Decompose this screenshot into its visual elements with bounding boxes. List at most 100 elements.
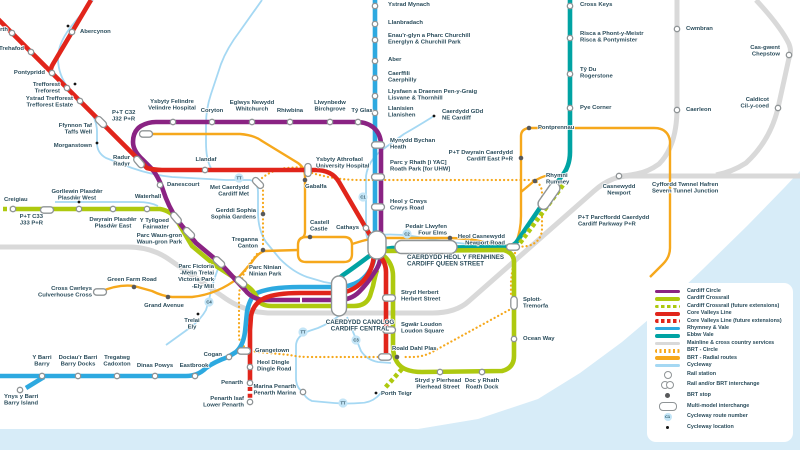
station-sophia-gardens bbox=[260, 211, 266, 217]
legend-line-swatch bbox=[655, 326, 680, 331]
station-c33-park-ride bbox=[39, 206, 55, 214]
legend-line-swatch bbox=[655, 297, 680, 301]
station-plasdwr-east bbox=[109, 205, 117, 213]
station-abercynon bbox=[68, 28, 76, 36]
station-label-roald-dahl-plas: Roald Dahl Plas bbox=[392, 346, 437, 352]
station-plasdwr-west bbox=[75, 205, 83, 213]
station-grangetown bbox=[236, 347, 252, 355]
legend-line-item: BRT - Circle bbox=[655, 347, 787, 354]
station-ely bbox=[196, 312, 200, 316]
station-ty-glas bbox=[354, 118, 362, 126]
svg-text:C3: C3 bbox=[353, 338, 359, 343]
station-queen-street-main bbox=[367, 230, 387, 260]
cycleway-badge-c4: C4 bbox=[204, 297, 214, 307]
station-green-farm-road bbox=[131, 284, 137, 290]
station-energlyn bbox=[371, 36, 379, 44]
legend-line-item: Cardiff Circle bbox=[655, 288, 787, 295]
legend-line-swatch bbox=[655, 304, 680, 309]
station-label-abercynon: Abercynon bbox=[80, 29, 111, 35]
legend-marker-swatch-interchange bbox=[655, 381, 680, 390]
legend-marker-label: Cycleway location bbox=[687, 423, 734, 430]
station-label-ocean-way: Ocean Way bbox=[523, 336, 555, 342]
station-label-cathays: Cathays bbox=[336, 225, 360, 231]
station-roald-dahl-plas-brt bbox=[394, 354, 400, 360]
station-caerphilly bbox=[371, 74, 379, 82]
legend-line-swatch bbox=[655, 319, 680, 324]
station-trefforest-estate bbox=[76, 97, 84, 105]
station-creigiau bbox=[9, 205, 17, 213]
station-ocean-way bbox=[510, 335, 518, 343]
station-herbert-street bbox=[381, 294, 397, 302]
legend-line-label: Cycleway bbox=[687, 361, 712, 368]
station-culverhouse-cross bbox=[92, 288, 108, 296]
station-plasdwr-west-cydot bbox=[77, 200, 81, 204]
station-canton bbox=[260, 247, 266, 253]
station-cross-keys bbox=[566, 2, 574, 10]
legend-line-swatch bbox=[655, 349, 680, 353]
station-radyr bbox=[133, 155, 145, 169]
station-pierhead-street bbox=[436, 368, 444, 376]
station-label-waterhall: Waterhall bbox=[135, 194, 162, 200]
legend-marker-item: BRT stop bbox=[655, 390, 787, 401]
line-cycleway bbox=[55, 0, 507, 405]
station-risca-pontymister bbox=[566, 34, 574, 42]
legend-line-label: Mainline & cross country services bbox=[687, 339, 775, 346]
legend-marker-swatch-cydot bbox=[655, 426, 680, 430]
station-label-aber: Aber bbox=[388, 57, 402, 63]
station-penarth bbox=[246, 379, 254, 387]
legend-line-item: Core Valleys Line (future extensions) bbox=[655, 318, 787, 325]
station-roath-park bbox=[370, 173, 386, 181]
station-label-grangetown: Grangetown bbox=[255, 348, 290, 354]
station-cogan bbox=[225, 353, 233, 361]
station-gabalfa bbox=[302, 177, 308, 183]
station-ne-cardiff bbox=[432, 114, 436, 118]
station-label-roath-park: Parc y Rhath [i YAC]Roath Park [for UHW] bbox=[390, 160, 450, 173]
station-university-hospital bbox=[304, 162, 312, 178]
station-cycleway-loc-1 bbox=[66, 24, 70, 28]
svg-text:C2: C2 bbox=[404, 232, 410, 237]
station-lower-penarth bbox=[246, 398, 254, 406]
legend-line-label: Cardiff Crossrail (future extensions) bbox=[687, 302, 780, 309]
legend-marker-label: Cycleway route number bbox=[687, 413, 748, 420]
legend-line-label: Core Valleys Line (future extensions) bbox=[687, 317, 782, 324]
station-four-elms bbox=[447, 235, 453, 241]
legend-line-item: Mainline & cross country services bbox=[655, 340, 787, 347]
legend-marker-item: Cycleway location bbox=[655, 422, 787, 433]
legend-marker-label: BRT stop bbox=[687, 392, 711, 399]
station-roald-dahl-plas bbox=[377, 353, 393, 361]
station-caldicot bbox=[774, 104, 782, 112]
cycleway-badge-c1: C1 bbox=[358, 192, 368, 202]
legend-line-label: BRT - Circle bbox=[687, 347, 718, 354]
legend-marker-swatch-badge: C1 bbox=[663, 412, 672, 421]
legend-line-item: BRT - Radial routes bbox=[655, 355, 787, 362]
legend-line-label: Rhymney & Vale bbox=[687, 324, 729, 331]
